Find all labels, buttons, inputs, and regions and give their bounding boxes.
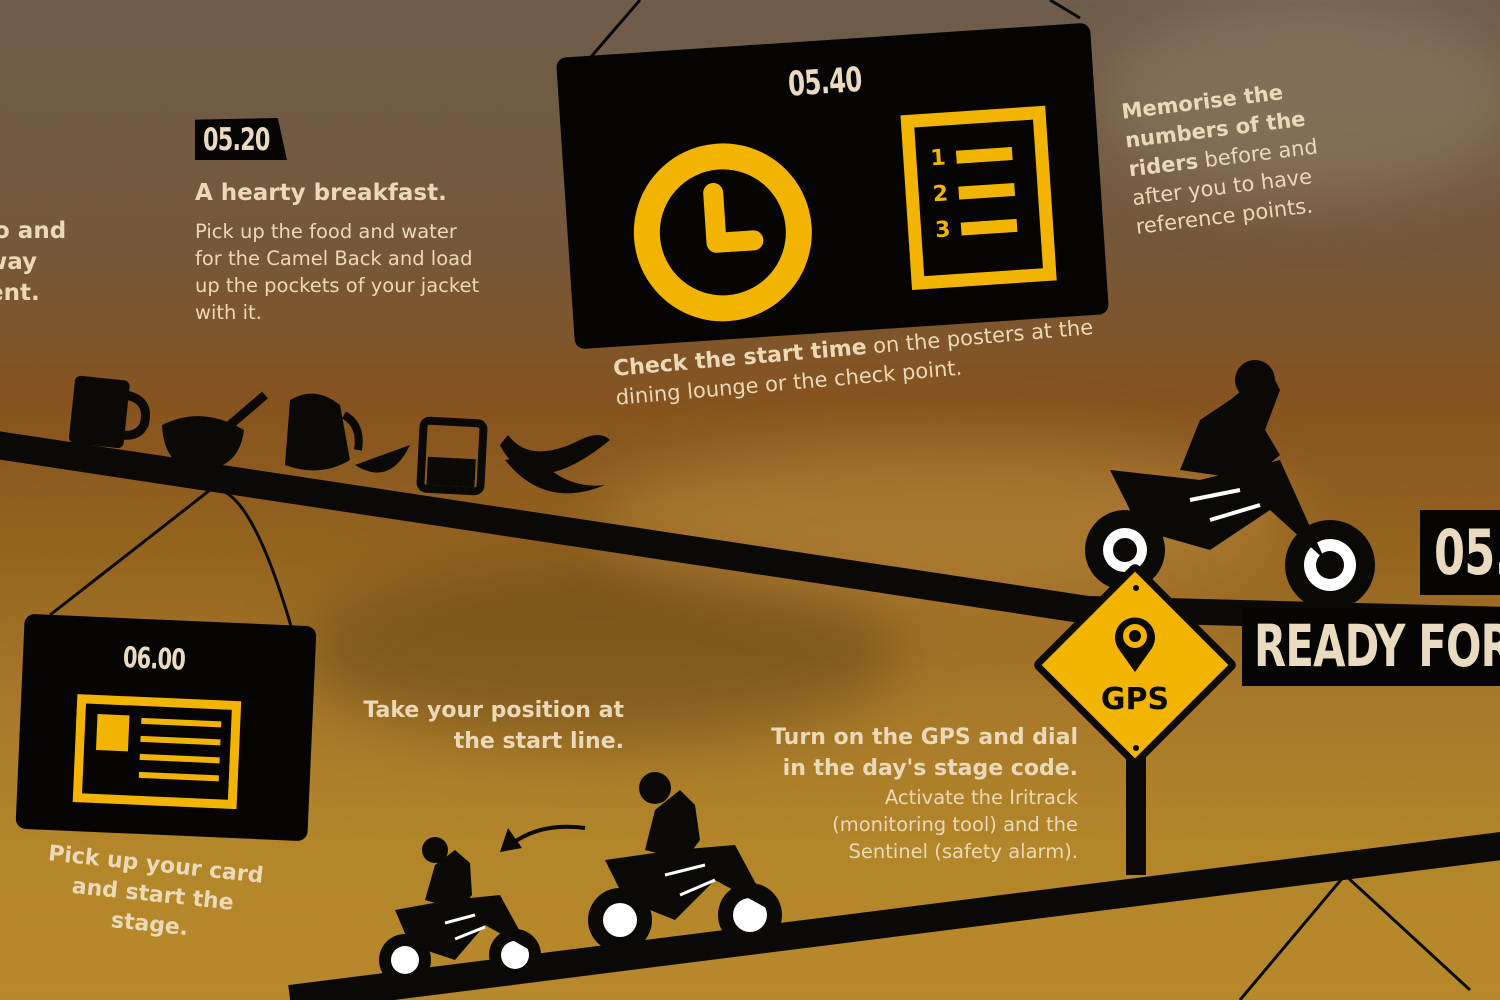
gps-sign-label: GPS [1100, 682, 1170, 717]
dune-top [1100, 0, 1500, 200]
banana-icon [500, 435, 610, 494]
sign-bolt [1133, 585, 1139, 591]
text-line: Pick up the food and water [195, 220, 457, 243]
board-0540: 05.40 1 2 3 [555, 22, 1110, 350]
step-title: A hearty breakfast. [195, 180, 447, 206]
motorcycle-rider-icon [379, 837, 541, 986]
text-line: Turn on the GPS and dial [771, 725, 1078, 750]
step-body: Pick up the food and water for the Camel… [195, 218, 505, 326]
gps-caption: Turn on the GPS and dial in the day's st… [740, 722, 1078, 865]
text-line: Activate the Iritrack [884, 786, 1078, 809]
card-line [141, 717, 222, 728]
orange-slice-icon [355, 445, 410, 473]
text-line: with it. [195, 301, 262, 324]
card-line [138, 771, 219, 782]
text-line: in the day's stage code. [782, 756, 1078, 781]
cereal-bowl-icon [162, 391, 268, 470]
motorcycle-rider-icon [588, 772, 782, 952]
sign-bolt [1133, 745, 1139, 751]
left-cut-text: o and way ent. [0, 216, 66, 309]
text-line: o and [0, 218, 67, 244]
arrow-icon [508, 824, 586, 847]
board-0600: 06.00 [15, 613, 317, 842]
time-label: 05. [1434, 516, 1500, 589]
text-line: (monitoring tool) and the [832, 813, 1078, 836]
banner-title: READY FOR [1254, 612, 1500, 680]
card-icon [72, 694, 242, 810]
time-tag-0520: 05.20 [195, 118, 287, 160]
position-caption: Take your position at the start line. [330, 695, 624, 757]
text-line: Take your position at [363, 698, 624, 723]
card-line [139, 753, 220, 764]
time-label: 06.00 [122, 640, 186, 677]
gps-sign-pole [1126, 740, 1146, 875]
glass-icon [416, 416, 488, 496]
text-line: the start line. [453, 729, 624, 754]
time-tag-next: 05. [1420, 510, 1500, 595]
location-pin-icon [1115, 617, 1155, 672]
text-line: up the pockets of your jacket [195, 274, 480, 297]
text-line: ent. [0, 280, 40, 306]
text-line: Sentinel (safety alarm). [848, 840, 1078, 863]
food-icons [68, 375, 610, 496]
card-photo [95, 714, 130, 752]
ready-for-banner: READY FOR [1242, 608, 1500, 686]
breakfast-block: A hearty breakfast. Pick up the food and… [195, 180, 505, 326]
text-line: way [0, 249, 38, 275]
dune-shadow [300, 560, 900, 740]
clock-icon [633, 143, 812, 322]
time-label: 05.20 [203, 122, 270, 158]
jug-icon [285, 393, 363, 471]
card-line [140, 735, 221, 746]
motorcycle-rider-icon [1085, 360, 1375, 610]
mug-icon [68, 375, 150, 449]
text-line: for the Camel Back and load [195, 247, 473, 270]
